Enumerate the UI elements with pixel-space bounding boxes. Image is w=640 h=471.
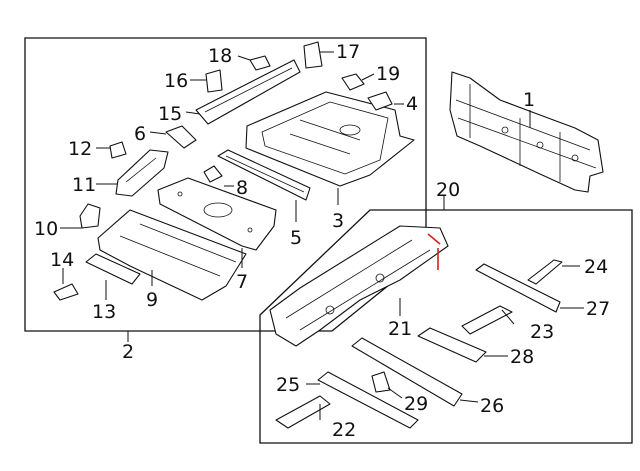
part-15-side-member[interactable] [195, 59, 301, 125]
callout-29: 29 [404, 393, 428, 415]
part-23-bracket[interactable] [461, 305, 513, 335]
callout-labels: 1 2 3 4 5 6 7 8 9 10 11 12 13 14 15 16 1… [34, 41, 610, 441]
part-27-member[interactable] [475, 263, 561, 313]
part-11-bracket[interactable] [115, 149, 169, 197]
callout-14: 14 [50, 249, 74, 271]
floor-group-box-2 [24, 37, 427, 332]
callout-11: 11 [72, 174, 96, 196]
callout-10: 10 [34, 218, 58, 240]
callout-9: 9 [146, 289, 158, 311]
callout-6: 6 [134, 123, 146, 145]
part-3-rear-floor-pan[interactable] [245, 91, 415, 187]
part-18-bracket[interactable] [249, 55, 271, 71]
part-26-member[interactable] [351, 337, 463, 407]
part-13-member[interactable] [85, 253, 141, 285]
rail-group-box-20 [259, 209, 633, 444]
callout-16: 16 [164, 70, 188, 92]
callout-24: 24 [584, 256, 608, 278]
part-22-member[interactable] [275, 395, 331, 429]
callout-2: 2 [122, 341, 134, 363]
callout-28: 28 [510, 346, 534, 368]
part-28-member[interactable] [417, 327, 487, 363]
part-21-frame-rail[interactable] [269, 225, 449, 347]
callout-13: 13 [92, 301, 116, 323]
part-24-bracket[interactable] [527, 259, 563, 285]
callout-8: 8 [236, 177, 248, 199]
callout-5: 5 [290, 227, 302, 249]
part-6-bracket[interactable] [165, 125, 197, 149]
part-17-bracket[interactable] [303, 41, 323, 69]
part-14-pad[interactable] [53, 283, 79, 301]
part-12-bracket[interactable] [109, 141, 127, 159]
callout-7: 7 [236, 271, 248, 293]
callout-18: 18 [208, 45, 232, 67]
callout-21: 21 [388, 318, 412, 340]
part-29-bracket[interactable] [371, 371, 391, 393]
part-16-bracket[interactable] [205, 69, 223, 93]
callout-15: 15 [158, 103, 182, 125]
part-7-floor-panel[interactable] [157, 177, 277, 251]
callout-20: 20 [436, 179, 460, 201]
callout-12: 12 [68, 138, 92, 160]
part-19-bracket[interactable] [341, 73, 365, 91]
part-25-member[interactable] [317, 371, 419, 429]
leader-lines [60, 51, 584, 420]
part-4-bracket[interactable] [367, 91, 393, 111]
part-5-crossmember[interactable] [217, 149, 311, 201]
callout-19: 19 [376, 63, 400, 85]
callout-25: 25 [276, 374, 300, 396]
callout-3: 3 [332, 210, 344, 232]
part-1-rear-panel[interactable] [449, 71, 604, 193]
highlight-marker [427, 233, 441, 270]
callout-26: 26 [480, 395, 504, 417]
callout-4: 4 [406, 93, 418, 115]
part-10-bracket[interactable] [79, 203, 101, 229]
callout-22: 22 [332, 419, 356, 441]
callout-27: 27 [586, 298, 610, 320]
callout-1: 1 [523, 89, 535, 111]
part-9-front-floor[interactable] [97, 209, 247, 301]
part-8-clip[interactable] [203, 165, 223, 183]
callout-17: 17 [336, 41, 360, 63]
callout-23: 23 [530, 321, 554, 343]
